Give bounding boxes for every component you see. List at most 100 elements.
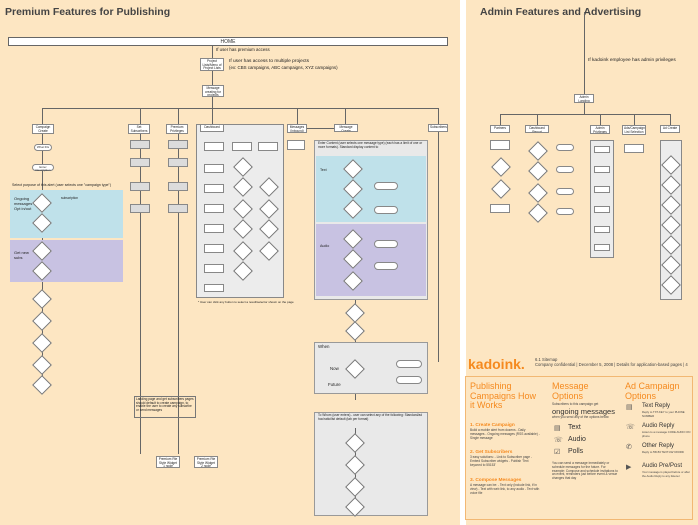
ad-audio-reply-desc: Listen to a message CODE AUDIO ON phone	[642, 430, 691, 438]
publishing-heading: Publishing Campaigns How it Works	[470, 381, 537, 410]
subscribers-band	[10, 240, 123, 282]
dash-item	[204, 142, 224, 151]
schedule-note: You can send a message immediately or sc…	[552, 461, 618, 481]
option-polls: Polls	[568, 448, 584, 455]
ad-campaigns-node: Ads/Campaigns List Selection	[622, 125, 646, 135]
ad-options-heading: Ad Campaign Options	[625, 381, 680, 401]
select-purpose-label: Select purpose of this alert (user selec…	[12, 183, 112, 187]
audio-option-pill	[374, 240, 398, 248]
text-icon: ▤	[554, 425, 561, 432]
when-label: When	[318, 344, 330, 349]
step-get-subscribers: 2. Get Subscribers	[470, 450, 513, 455]
ad-audio-prepost: Audio Pre/Post	[642, 463, 683, 469]
kadoink-logo: kadoink.	[468, 356, 525, 372]
subscribers-step	[130, 182, 150, 191]
dash-item	[204, 184, 224, 193]
admin-privileges-note: If kadoink employee has admin privileges	[588, 58, 676, 63]
ad-other-reply: Other Reply	[642, 443, 675, 449]
admin-trunk	[500, 114, 670, 115]
privileges-step	[168, 140, 188, 149]
partner-step	[490, 140, 510, 150]
dashboard-report-node: Dashboard Report	[525, 125, 549, 133]
step-get-subscribers-desc: 3 easy solutions: - Link to Subscriber p…	[470, 455, 533, 467]
when-option-pill	[396, 376, 422, 384]
panel-divider	[460, 0, 466, 525]
privileges-step	[168, 182, 188, 191]
connector	[297, 108, 298, 124]
option-audio: Audio	[568, 436, 586, 443]
privilege-item	[594, 146, 610, 153]
ad-audio-prepost-desc: Your message is played before or after t…	[642, 470, 690, 478]
audio-option-label: Audio	[320, 244, 330, 248]
audio-prepost-icon: ▶	[626, 464, 632, 471]
dashboard-label: Dashboard	[200, 124, 224, 132]
connector	[600, 114, 601, 125]
admin-privileges-container	[590, 140, 614, 258]
connector	[500, 114, 501, 125]
what-ids-step: What IDs	[34, 144, 52, 151]
messages-inbox	[287, 140, 305, 150]
connector	[634, 114, 635, 125]
privileges-flow-line	[178, 134, 179, 454]
privilege-item	[594, 206, 610, 213]
other-reply-icon: ✆	[626, 444, 632, 451]
ad-audio-reply: Audio Reply	[642, 423, 675, 429]
connector	[140, 108, 141, 124]
admin-flow-line	[584, 12, 585, 96]
dash-item	[204, 204, 224, 213]
dashboard-footnote: * User can click any button to select a …	[198, 300, 294, 304]
admin-features-title: Admin Features and Advertising	[480, 6, 642, 18]
messages-node: Messages (Inbound)	[287, 124, 307, 133]
subscribers-note: Subscribers to this campaign get	[552, 402, 599, 406]
ad-text-reply: Text Reply	[642, 403, 671, 409]
ongoing-label: Ongoing messages Opt in/out	[14, 196, 33, 211]
ad-other-reply-desc: Reply to 55153 TEXT-KEYWORD	[642, 450, 684, 454]
premium-access-note: If user has premium access	[216, 47, 270, 52]
subscribers-step	[130, 158, 150, 167]
partner-step	[490, 204, 510, 213]
dash-item	[204, 224, 224, 233]
brand-meta: 6.1 Sitemap Company confidential | Decem…	[535, 357, 688, 367]
subscribers-line	[438, 132, 439, 362]
ongoing-band	[10, 190, 123, 238]
step-create-campaign-desc: Build a mobile alert from dozens - Daily…	[470, 428, 540, 440]
privileges-step	[168, 158, 188, 167]
confidential-line: Company confidential | December 5, 2008 …	[535, 362, 688, 367]
text-option-pill	[374, 206, 398, 214]
dash-item	[232, 142, 252, 151]
text-message-band	[316, 156, 426, 222]
report-option	[556, 188, 574, 195]
dash-item	[258, 142, 278, 151]
text-reply-icon: ▤	[626, 404, 633, 411]
dash-item	[204, 244, 224, 253]
campaign-create-node: Campaign Create	[32, 124, 54, 134]
when-future-label: Future	[328, 382, 341, 387]
text-option-pill	[374, 182, 398, 190]
privilege-item	[594, 166, 610, 173]
landing-note-box: Landing page and get subscribers pages s…	[134, 396, 196, 418]
privilege-item	[594, 186, 610, 193]
option-text: Text	[568, 424, 581, 431]
connector	[212, 46, 213, 62]
subscribers-node: Subscribers	[428, 124, 448, 132]
connector	[584, 103, 585, 114]
subscribers-flow-line	[140, 134, 141, 454]
get-subs-label: Get new subs	[14, 250, 29, 260]
enter-description-step: Enter Description	[32, 164, 54, 172]
privileges-step	[168, 204, 188, 213]
multiple-projects-note: If user has access to multiple projects	[229, 59, 309, 64]
report-option	[556, 144, 574, 151]
privilege-item	[594, 244, 610, 251]
dash-item	[204, 284, 224, 292]
when-option-pill	[396, 360, 422, 368]
connector	[178, 108, 179, 124]
audio-option-pill	[374, 262, 398, 270]
note-block: subscription	[61, 196, 79, 200]
audio-reply-icon: ☏	[626, 424, 635, 431]
connector	[212, 108, 213, 124]
ad-list-item	[624, 144, 644, 153]
partners-node: Partners	[490, 125, 510, 133]
set-subscribers-node: Set Subscribers	[128, 124, 150, 134]
legend-panel	[465, 376, 693, 520]
